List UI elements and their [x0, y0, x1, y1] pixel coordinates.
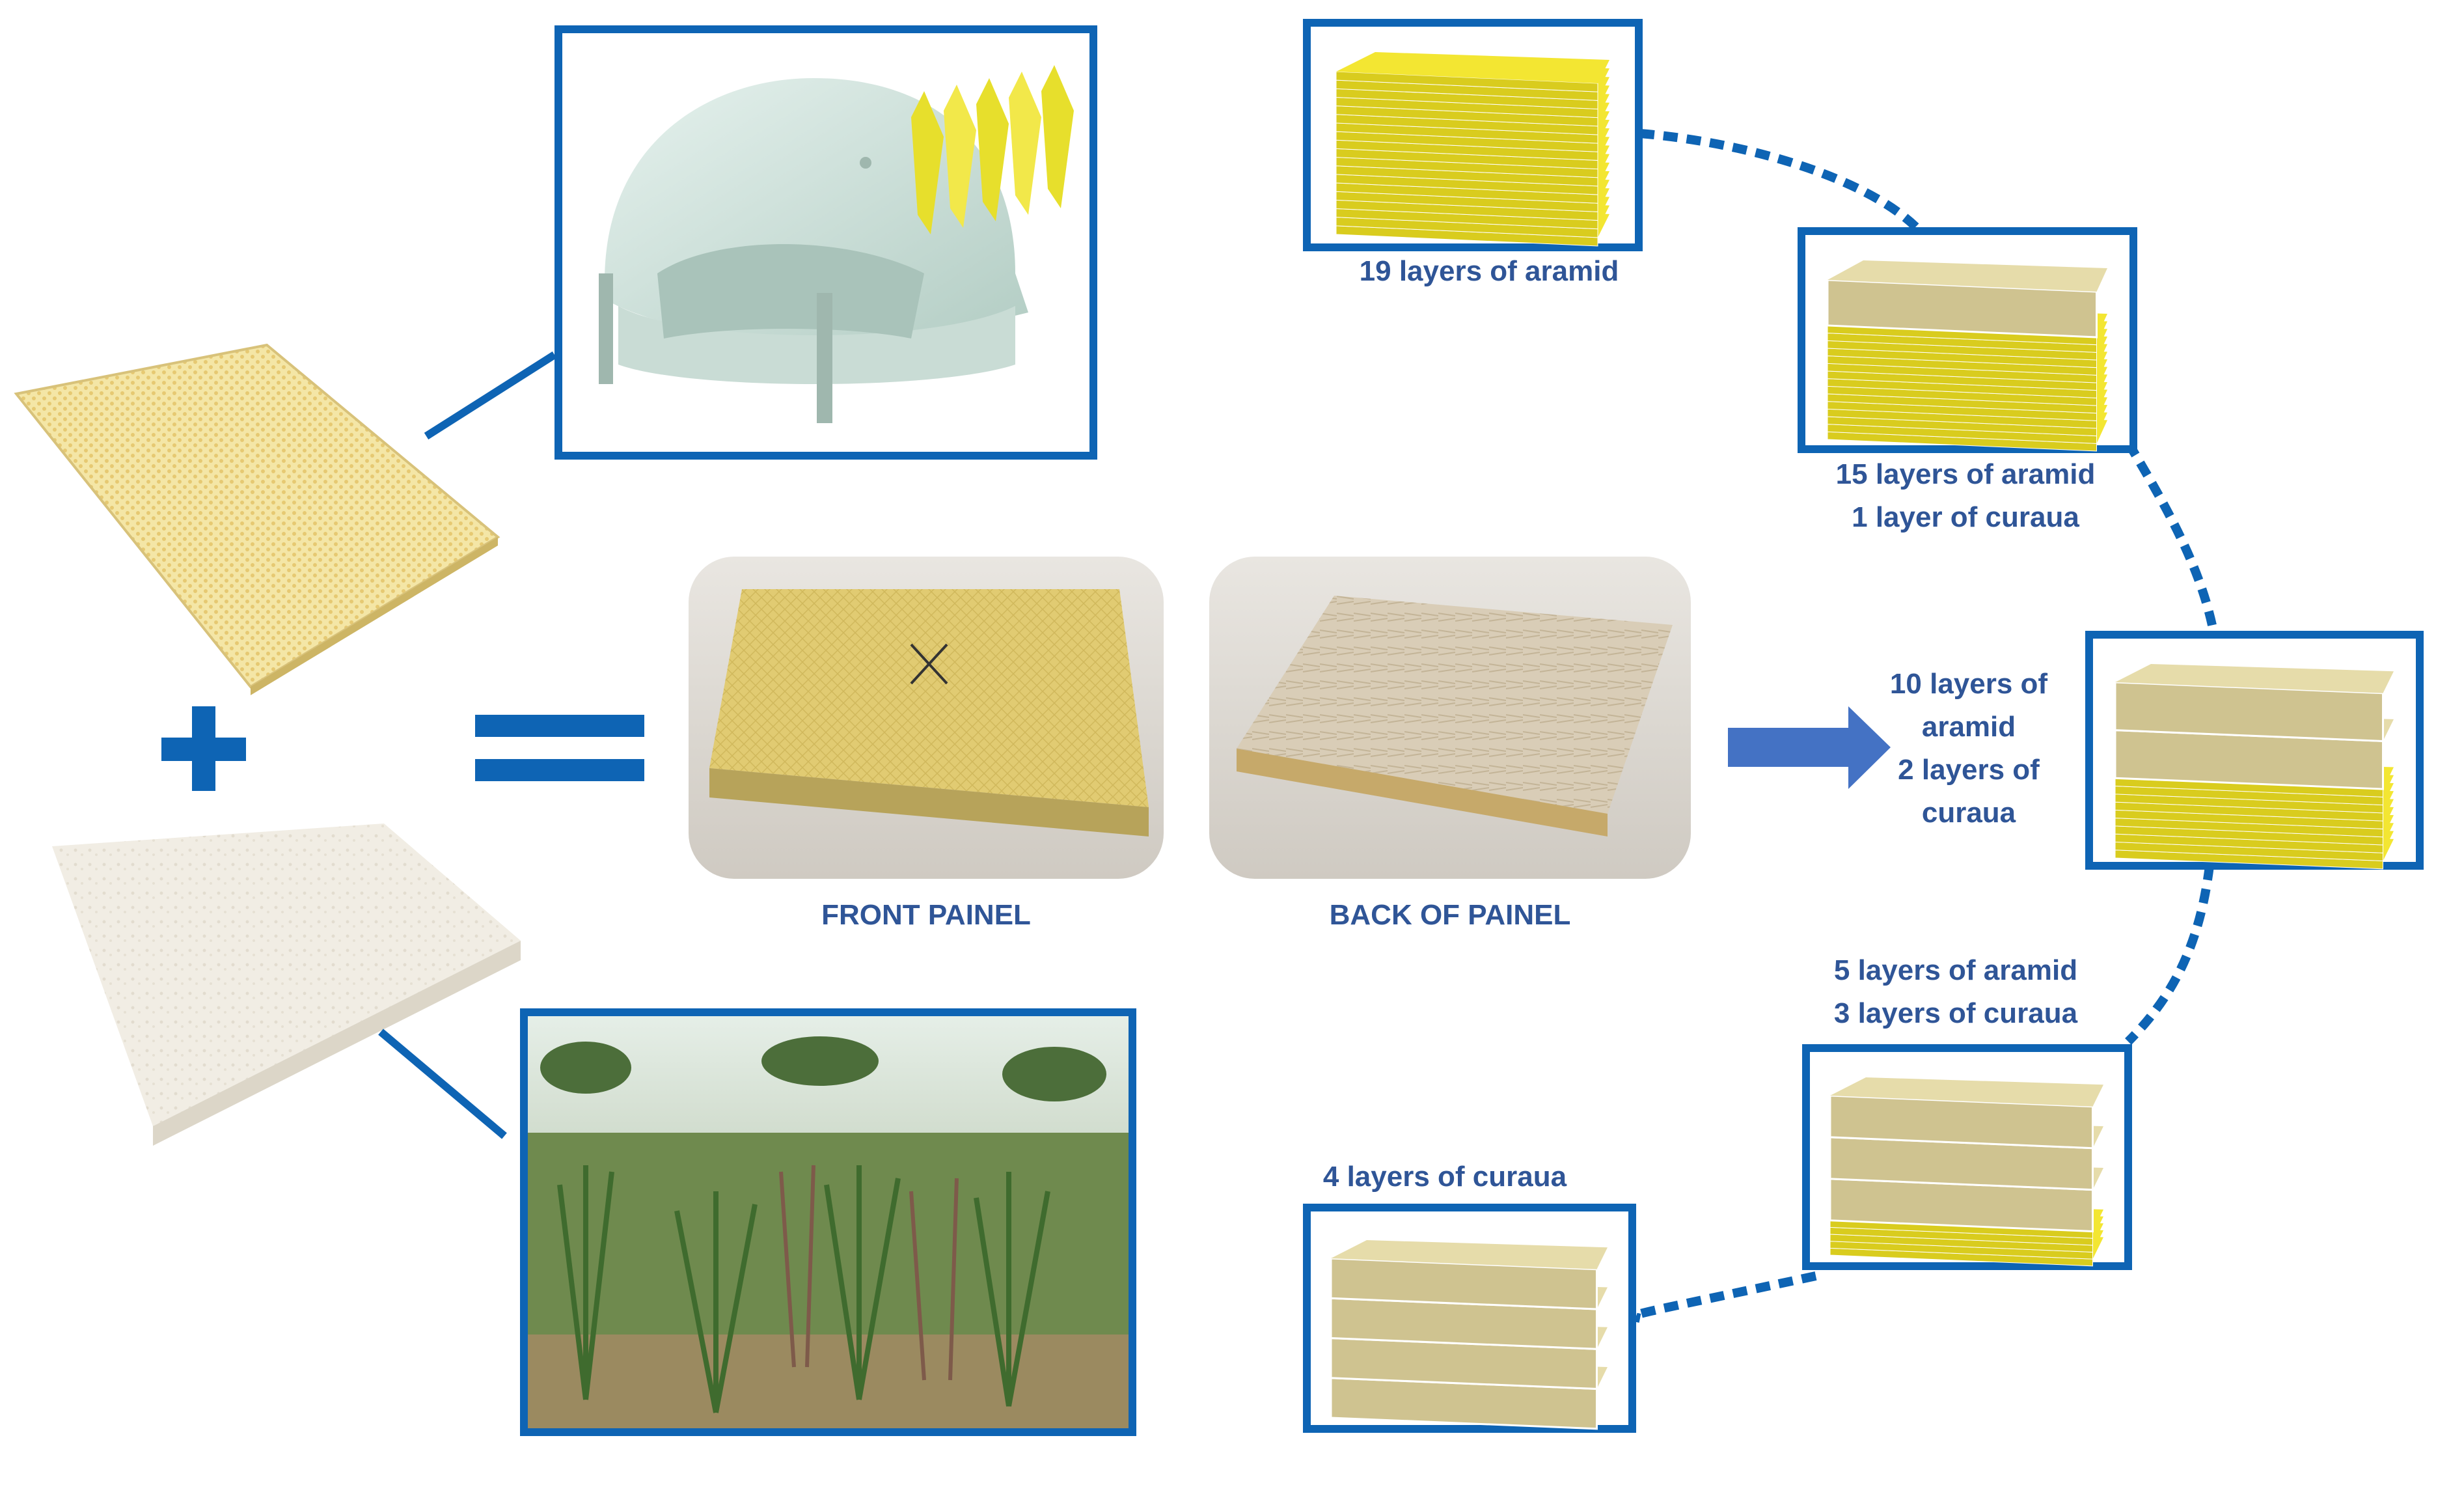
label-5-aramid-3-curaua: 5 layers of aramid 3 layers of curaua: [1786, 949, 2125, 1035]
back-panel-photo: [1209, 557, 1691, 879]
stack-15-aramid-1-curaua: [1798, 227, 2137, 453]
plus-icon: [161, 706, 246, 791]
label-line: 5 layers of aramid: [1833, 954, 2078, 986]
front-panel-photo: [689, 557, 1164, 879]
connector-line-aramid-helmet: [424, 351, 557, 440]
curaua-layer: [1330, 1257, 1598, 1310]
equals-icon: [475, 715, 644, 781]
label-4-curaua: 4 layers of curaua: [1269, 1155, 1621, 1198]
stack-4-curaua: [1303, 1204, 1636, 1433]
curaua-felt-photo: [52, 823, 521, 1146]
stack-5-aramid-3-curaua: [1802, 1044, 2132, 1270]
back-panel-caption: BACK OF PAINEL: [1330, 899, 1571, 931]
connector-line-curaua-field: [378, 1029, 507, 1139]
label-19-aramid: 19 layers of aramid: [1307, 250, 1671, 293]
label-line: 19 layers of aramid: [1359, 255, 1619, 287]
label-line: 15 layers of aramid: [1835, 458, 2096, 490]
helmet-photo: [554, 25, 1097, 460]
configuration-cycle-path: [1630, 129, 2217, 1323]
aramid-layer-top: [1336, 52, 1609, 83]
curaua-layer: [1829, 1094, 2094, 1150]
label-10-aramid-2-curaua: 10 layers of aramid 2 layers of curaua: [1884, 663, 2053, 835]
front-panel-caption: FRONT PAINEL: [821, 899, 1031, 931]
curaua-layer: [2114, 681, 2384, 742]
curaua-layer-top: [1331, 1240, 1608, 1269]
arrow-right-icon: [1728, 706, 1891, 789]
label-line: curaua: [1921, 797, 2016, 829]
curaua-layer-top: [1827, 260, 2107, 292]
label-15-aramid-1-curaua: 15 layers of aramid 1 layer of curaua: [1796, 453, 2135, 539]
label-line: 3 layers of curaua: [1833, 997, 2078, 1029]
label-line: 2 layers of: [1898, 754, 2040, 786]
curaua-plantation-photo: [520, 1008, 1136, 1436]
label-line: 1 layer of curaua: [1852, 501, 2079, 533]
aramid-insert-icon: [911, 65, 1074, 234]
stack-19-aramid: [1303, 19, 1643, 251]
label-line: aramid: [1921, 711, 2016, 743]
label-line: 10 layers of: [1889, 668, 2048, 700]
aramid-fabric-photo: [14, 343, 500, 695]
stack-10-aramid-2-curaua: [2085, 631, 2424, 870]
curaua-layer-top: [1830, 1077, 2103, 1107]
label-line: 4 layers of curaua: [1322, 1161, 1567, 1193]
curaua-layer-top: [2115, 664, 2394, 693]
